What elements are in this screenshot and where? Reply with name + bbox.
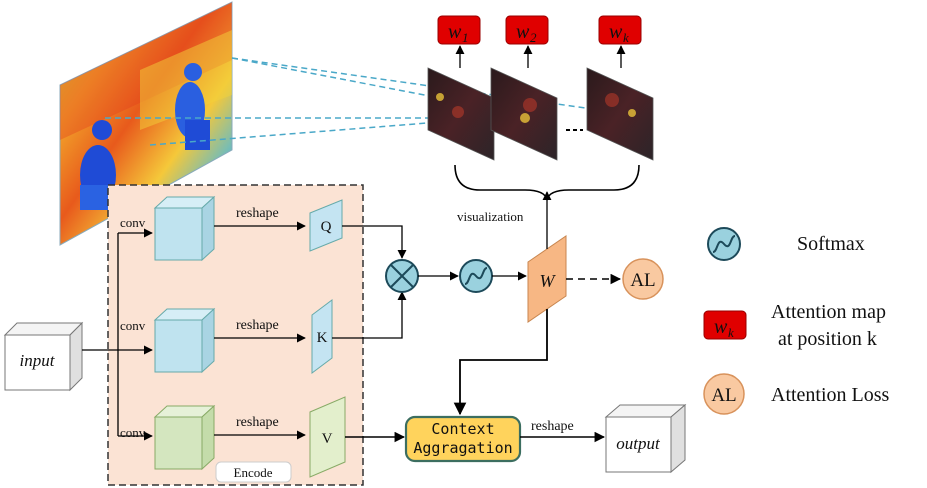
svg-text:K: K: [317, 330, 328, 346]
visualization-label: visualization: [457, 209, 524, 224]
attention-map-1: [427, 67, 495, 161]
qk-connectors: [332, 225, 407, 339]
v-vector: V: [309, 396, 346, 478]
svg-text:w: w: [609, 21, 623, 43]
attention-map-k: [586, 67, 654, 161]
w-badge-k: w k: [598, 15, 642, 68]
reshape-label-out: reshape: [531, 419, 574, 434]
feature-cube-v: [153, 404, 216, 471]
svg-text:Attention Loss: Attention Loss: [771, 384, 890, 406]
al-legend-icon: [703, 373, 745, 415]
svg-text:w: w: [448, 21, 462, 43]
svg-text:Softmax: Softmax: [797, 233, 865, 255]
svg-text:AL: AL: [711, 385, 736, 406]
legend-attention-loss: AL Attention Loss: [703, 373, 890, 415]
attention-map-2: [490, 67, 558, 161]
multiply-icon: [385, 259, 419, 293]
input-label: input: [20, 351, 56, 370]
input-branches: [82, 228, 153, 441]
svg-text:1: 1: [462, 30, 469, 45]
w-block: W: [527, 235, 567, 323]
w-badge-1: w 1: [437, 15, 481, 68]
conv-label-3: conv: [120, 425, 146, 440]
attention-maps: [427, 67, 654, 161]
w-badge-2: w 2: [505, 15, 549, 68]
reshape-label-v: reshape: [236, 415, 279, 430]
depth-image: [59, 1, 233, 246]
svg-text:w: w: [516, 21, 530, 43]
svg-text:AL: AL: [630, 270, 655, 291]
svg-text:at position k: at position k: [778, 328, 877, 350]
svg-text:W: W: [540, 271, 557, 291]
feature-cube-k: [153, 307, 216, 374]
legend: Softmax w k Attention map at position k …: [703, 227, 890, 415]
legend-attention-map: w k Attention map at position k: [703, 301, 886, 350]
reshape-label-q: reshape: [236, 206, 279, 221]
svg-text:Q: Q: [321, 219, 332, 235]
attention-badge-legend-icon: [703, 310, 747, 340]
svg-text:k: k: [728, 325, 734, 340]
svg-text:Aggragation: Aggragation: [413, 439, 512, 457]
svg-text:V: V: [322, 431, 333, 447]
feature-cube-q: [153, 195, 216, 262]
k-vector: K: [311, 299, 333, 374]
output-label: output: [616, 434, 661, 453]
svg-text:Attention map: Attention map: [771, 301, 886, 323]
output-block: output: [604, 403, 687, 474]
encode-label: Encode: [234, 465, 273, 480]
context-aggregation-block: Context Aggragation: [404, 415, 522, 463]
w-badges: w 1 w 2 w k: [437, 15, 642, 68]
conv-label-1: conv: [120, 215, 146, 230]
al-node: AL: [622, 258, 664, 300]
softmax-icon: [459, 259, 493, 293]
svg-text:k: k: [623, 30, 629, 45]
reshape-arrows: [214, 221, 306, 440]
w-to-context-arrow: [453, 309, 548, 416]
legend-softmax: Softmax: [707, 227, 865, 261]
conv-label-2: conv: [120, 318, 146, 333]
svg-text:Context: Context: [431, 420, 494, 438]
svg-text:w: w: [714, 316, 728, 338]
svg-text:2: 2: [530, 30, 537, 45]
q-vector: Q: [309, 199, 343, 252]
reshape-label-k: reshape: [236, 318, 279, 333]
input-block: input: [3, 321, 84, 392]
